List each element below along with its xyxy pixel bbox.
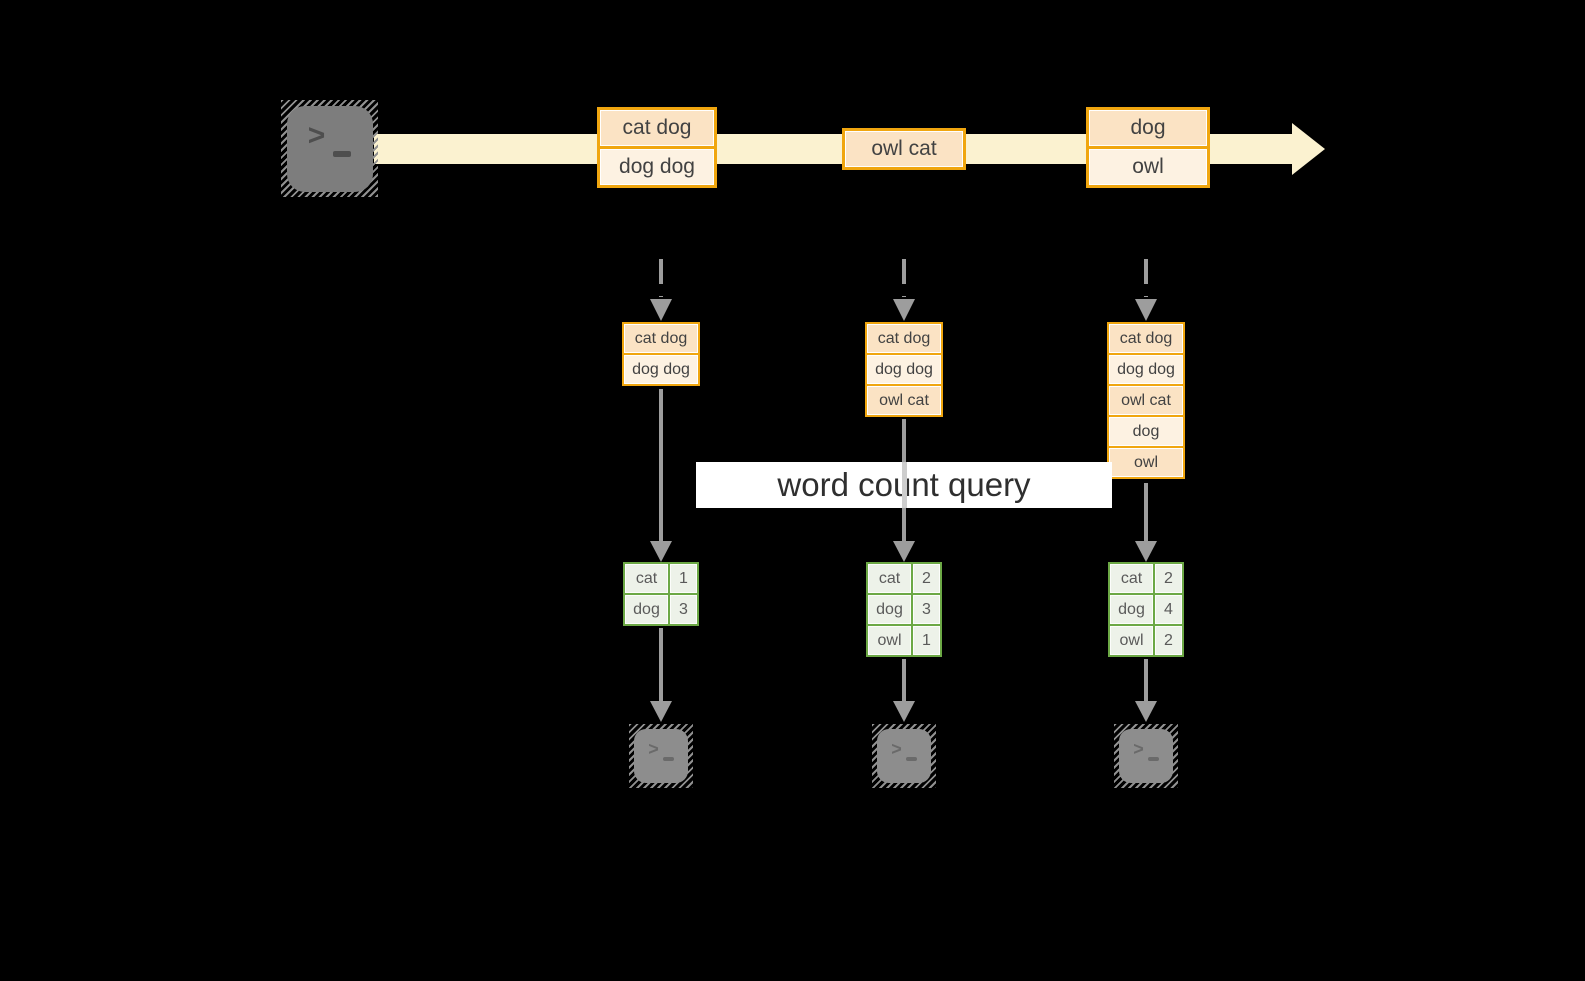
result-table-2: cat 2 dog 3 owl 1: [866, 562, 942, 657]
event-line: dog dog: [600, 149, 714, 185]
event-line: owl cat: [845, 131, 963, 167]
count-cell: 1: [670, 564, 697, 593]
sink-arrowhead-1-icon: [650, 701, 672, 722]
query-arrowhead-1-icon: [650, 541, 672, 562]
count-cell: 4: [1155, 595, 1182, 624]
table-row: dog 4: [1110, 595, 1182, 624]
batch-arrowhead-3-icon: [1135, 299, 1157, 321]
count-cell: 3: [913, 595, 940, 624]
table-row: owl 1: [868, 626, 940, 655]
result-table-1: cat 1 dog 3: [623, 562, 699, 626]
stream-arrowhead-icon: [1292, 123, 1325, 175]
batch-arrowhead-1-icon: [650, 299, 672, 321]
source-terminal-icon: >: [281, 100, 378, 197]
prompt-cursor-icon: [662, 757, 674, 761]
count-cell: 2: [913, 564, 940, 593]
event-line: owl: [1089, 149, 1207, 185]
count-cell: 2: [1155, 564, 1182, 593]
prompt-chevron-icon: >: [307, 118, 326, 152]
word-cell: cat: [625, 564, 668, 593]
terminal-screen: >: [286, 105, 373, 192]
table-row: cat 2: [1110, 564, 1182, 593]
table-row: dog 3: [625, 595, 697, 624]
table-row: owl 2: [1110, 626, 1182, 655]
event-line: dog: [1089, 110, 1207, 146]
table-row: dog 3: [868, 595, 940, 624]
timeline-event-3: dog owl: [1086, 107, 1210, 188]
terminal-screen: >: [877, 729, 931, 783]
prompt-chevron-icon: >: [891, 738, 902, 759]
arrow-through-band: [902, 462, 907, 508]
sink-terminal-icon-1: >: [629, 724, 693, 788]
batch-line: cat dog: [624, 324, 698, 353]
query-label-band: word count query: [696, 462, 1112, 508]
word-cell: owl: [1110, 626, 1153, 655]
sink-arrowhead-3-icon: [1135, 701, 1157, 722]
terminal-screen: >: [634, 729, 688, 783]
word-cell: dog: [625, 595, 668, 624]
count-cell: 1: [913, 626, 940, 655]
table-row: cat 1: [625, 564, 697, 593]
prompt-cursor-icon: [905, 757, 917, 761]
batch-arrowhead-2-icon: [893, 299, 915, 321]
prompt-cursor-icon: [333, 150, 352, 157]
prompt-chevron-icon: >: [648, 738, 659, 759]
word-cell: owl: [868, 626, 911, 655]
word-cell: cat: [868, 564, 911, 593]
sink-arrowhead-2-icon: [893, 701, 915, 722]
batch-line: owl cat: [1109, 386, 1183, 415]
batch-line: dog dog: [867, 355, 941, 384]
word-cell: dog: [1110, 595, 1153, 624]
word-cell: dog: [868, 595, 911, 624]
result-table-3: cat 2 dog 4 owl 2: [1108, 562, 1184, 657]
batch-line: cat dog: [867, 324, 941, 353]
count-cell: 3: [670, 595, 697, 624]
prompt-cursor-icon: [1147, 757, 1159, 761]
timeline-event-2: owl cat: [842, 128, 966, 170]
batch-line: dog: [1109, 417, 1183, 446]
micro-batch-1: cat dog dog dog: [622, 322, 700, 386]
micro-batch-3: cat dog dog dog owl cat dog owl: [1107, 322, 1185, 479]
sink-terminal-icon-3: >: [1114, 724, 1178, 788]
batch-line: dog dog: [624, 355, 698, 384]
count-cell: 2: [1155, 626, 1182, 655]
sink-terminal-icon-2: >: [872, 724, 936, 788]
micro-batch-2: cat dog dog dog owl cat: [865, 322, 943, 417]
query-arrowhead-3-icon: [1135, 541, 1157, 562]
batch-line: owl cat: [867, 386, 941, 415]
batch-line: cat dog: [1109, 324, 1183, 353]
timeline-event-1: cat dog dog dog: [597, 107, 717, 188]
table-row: cat 2: [868, 564, 940, 593]
prompt-chevron-icon: >: [1133, 738, 1144, 759]
terminal-screen: >: [1119, 729, 1173, 783]
word-cell: cat: [1110, 564, 1153, 593]
event-line: cat dog: [600, 110, 714, 146]
batch-line: dog dog: [1109, 355, 1183, 384]
query-arrowhead-2-icon: [893, 541, 915, 562]
batch-line: owl: [1109, 448, 1183, 477]
